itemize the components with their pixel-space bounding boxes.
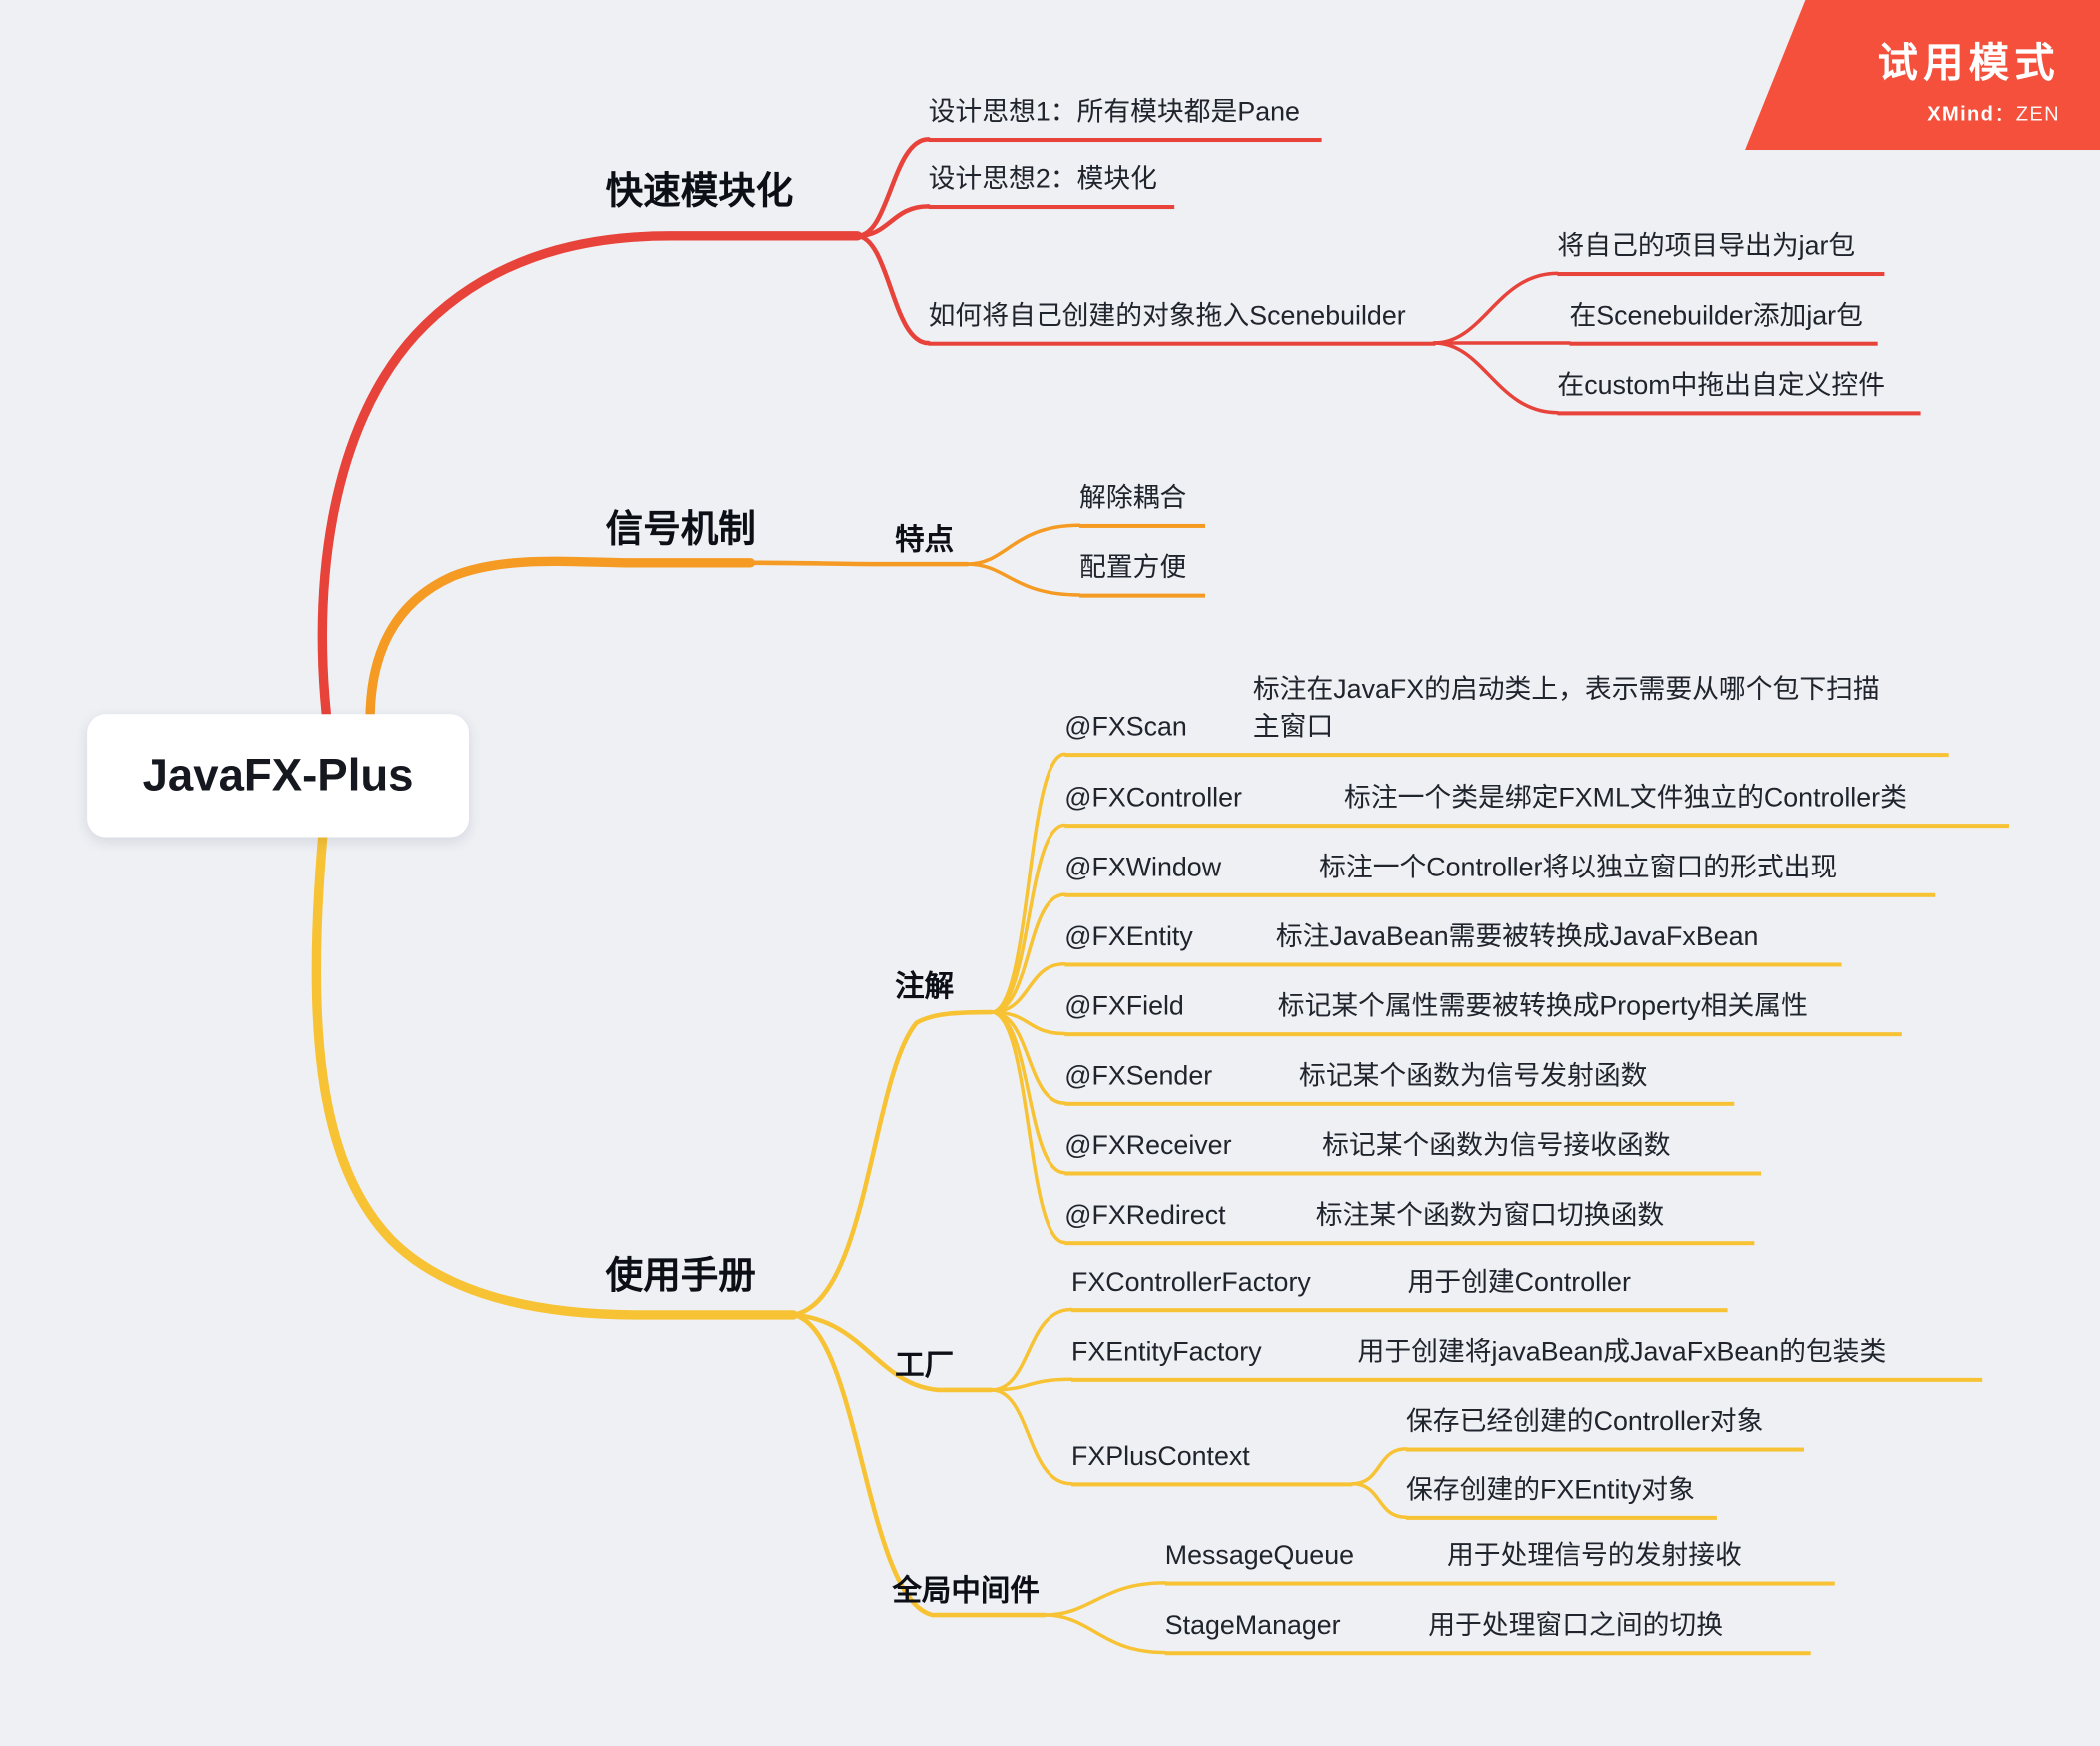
topic-drag-custom[interactable]: 在custom中拖出自定义控件 bbox=[1557, 367, 1921, 416]
link-fxscan bbox=[989, 752, 1067, 1014]
topic-signal[interactable]: 信号机制 bbox=[605, 507, 756, 550]
link-plus-context bbox=[989, 1388, 1073, 1486]
link-annotation bbox=[791, 1009, 994, 1318]
link-message-queue bbox=[1043, 1581, 1167, 1617]
annotation-name: @FXSender bbox=[1064, 1061, 1213, 1092]
topic-fxreceiver[interactable]: @FXReceiver 标记某个函数为信号接收函数 bbox=[1064, 1127, 1762, 1176]
link-fxfield bbox=[989, 1010, 1067, 1036]
link-ctx-save-controller bbox=[1350, 1447, 1408, 1486]
topic-manual[interactable]: 使用手册 bbox=[605, 1254, 756, 1297]
topic-fxsender[interactable]: @FXSender 标记某个函数为信号发射函数 bbox=[1064, 1058, 1735, 1106]
topic-fxfield[interactable]: @FXField 标记某个属性需要被转换成Property相关属性 bbox=[1064, 988, 1902, 1037]
factory-name: FXEntityFactory bbox=[1071, 1337, 1262, 1368]
link-factory bbox=[791, 1312, 994, 1393]
link-scenebuilder bbox=[855, 233, 931, 346]
factory-desc: 用于创建Controller bbox=[1407, 1267, 1631, 1298]
annotation-desc: 标记某个函数为信号发射函数 bbox=[1299, 1061, 1648, 1092]
annotation-name: @FXRedirect bbox=[1064, 1200, 1226, 1231]
annotation-name: @FXField bbox=[1064, 991, 1184, 1022]
annotation-name: @FXScan bbox=[1064, 712, 1187, 743]
brand-name: XMind bbox=[1927, 103, 1995, 126]
topic-fxredirect[interactable]: @FXRedirect 标注某个函数为窗口切换函数 bbox=[1064, 1197, 1755, 1246]
topic-message-queue[interactable]: MessageQueue 用于处理信号的发射接收 bbox=[1164, 1537, 1835, 1586]
topic-fxentity[interactable]: @FXEntity 标注JavaBean需要被转换成JavaFxBean bbox=[1064, 918, 1842, 967]
annotation-desc: 标记某个函数为信号接收函数 bbox=[1322, 1131, 1671, 1161]
annotation-desc: 标注在JavaFX的启动类上，表示需要从哪个包下扫描主窗口 bbox=[1252, 675, 1880, 743]
branch-curve-modular bbox=[317, 231, 863, 766]
topic-easy-config[interactable]: 配置方便 bbox=[1079, 549, 1205, 598]
topic-ctx-save-entity[interactable]: 保存创建的FXEntity对象 bbox=[1406, 1472, 1717, 1520]
root-topic-label: JavaFX-Plus bbox=[142, 749, 414, 801]
topic-middleware[interactable]: 全局中间件 bbox=[892, 1573, 1040, 1608]
link-idea1 bbox=[855, 137, 931, 239]
topic-fxwindow[interactable]: @FXWindow 标注一个Controller将以独立窗口的形式出现 bbox=[1064, 850, 1936, 897]
middleware-desc: 用于处理信号的发射接收 bbox=[1446, 1541, 1742, 1571]
link-fxreceiver bbox=[989, 1010, 1067, 1175]
topic-design-idea2[interactable]: 设计思想2：模块化 bbox=[928, 161, 1175, 210]
link-feature bbox=[748, 560, 970, 567]
factory-name: FXControllerFactory bbox=[1071, 1267, 1311, 1298]
topic-fxcontroller[interactable]: @FXController 标注一个类是绑定FXML文件独立的Controlle… bbox=[1064, 780, 2009, 829]
topic-add-jar[interactable]: 在Scenebuilder添加jar包 bbox=[1569, 297, 1878, 346]
link-ctx-save-entity bbox=[1350, 1481, 1408, 1519]
topic-export-jar[interactable]: 将自己的项目导出为jar包 bbox=[1557, 228, 1885, 277]
factory-desc: 用于创建将javaBean成JavaFxBean的包装类 bbox=[1357, 1337, 1887, 1368]
topic-design-idea1[interactable]: 设计思想1：所有模块都是Pane bbox=[928, 94, 1322, 143]
trial-mode-banner[interactable]: 试用模式 XMind：ZEN bbox=[1745, 0, 2100, 151]
branch-curve-manual bbox=[311, 815, 798, 1320]
link-fxwindow bbox=[989, 892, 1067, 1014]
topic-stage-manager[interactable]: StageManager 用于处理窗口之间的切换 bbox=[1164, 1607, 1811, 1656]
topic-factory[interactable]: 工厂 bbox=[895, 1348, 955, 1382]
annotation-desc: 标注JavaBean需要被转换成JavaFxBean bbox=[1275, 922, 1759, 952]
link-step-export bbox=[1432, 271, 1560, 345]
topic-annotation[interactable]: 注解 bbox=[895, 969, 955, 1003]
link-decouple bbox=[965, 523, 1081, 566]
branch-lines-modular bbox=[317, 137, 1572, 766]
annotation-desc: 标记某个属性需要被转换成Property相关属性 bbox=[1277, 991, 1808, 1022]
middleware-name: MessageQueue bbox=[1164, 1541, 1355, 1571]
brand-product: ZEN bbox=[2015, 103, 2060, 126]
topic-controller-factory[interactable]: FXControllerFactory 用于创建Controller bbox=[1071, 1264, 1728, 1313]
annotation-name: @FXWindow bbox=[1064, 853, 1222, 883]
topic-scenebuilder[interactable]: 如何将自己创建的对象拖入Scenebuilder bbox=[928, 297, 1436, 346]
annotation-name: @FXReceiver bbox=[1064, 1131, 1232, 1161]
link-fxentity bbox=[989, 962, 1067, 1014]
brand-separator: ： bbox=[1994, 103, 2016, 126]
link-idea2 bbox=[855, 204, 931, 239]
topic-fxscan[interactable]: @FXScan 标注在JavaFX的启动类上，表示需要从哪个包下扫描主窗口 bbox=[1064, 671, 1949, 758]
link-controller-factory bbox=[989, 1307, 1073, 1392]
root-topic[interactable]: JavaFX-Plus bbox=[87, 714, 469, 838]
branch-lines-signal bbox=[365, 523, 1081, 764]
topic-plus-context[interactable]: FXPlusContext bbox=[1071, 1438, 1353, 1487]
link-fxsender bbox=[989, 1010, 1067, 1105]
topic-decouple[interactable]: 解除耦合 bbox=[1079, 480, 1205, 528]
link-config bbox=[965, 562, 1081, 597]
topic-entity-factory[interactable]: FXEntityFactory 用于创建将javaBean成JavaFxBean… bbox=[1071, 1334, 1983, 1382]
link-fxredirect bbox=[989, 1010, 1067, 1245]
annotation-name: @FXController bbox=[1064, 783, 1242, 814]
link-entity-factory bbox=[989, 1377, 1073, 1392]
topic-modular[interactable]: 快速模块化 bbox=[605, 170, 794, 212]
annotation-name: @FXEntity bbox=[1064, 922, 1193, 952]
topic-feature[interactable]: 特点 bbox=[895, 522, 955, 557]
link-fxcontroller bbox=[989, 823, 1067, 1014]
annotation-desc: 标注某个函数为窗口切换函数 bbox=[1315, 1200, 1665, 1231]
link-step-custom bbox=[1432, 341, 1560, 415]
middleware-desc: 用于处理窗口之间的切换 bbox=[1428, 1611, 1724, 1641]
annotation-desc: 标注一个类是绑定FXML文件独立的Controller类 bbox=[1344, 783, 1907, 814]
trial-mode-label: 试用模式 bbox=[1877, 41, 2060, 86]
topic-ctx-save-controller[interactable]: 保存已经创建的Controller对象 bbox=[1406, 1403, 1804, 1452]
brand-line: XMind：ZEN bbox=[1745, 99, 2060, 127]
annotation-desc: 标注一个Controller将以独立窗口的形式出现 bbox=[1319, 853, 1838, 883]
link-stage-manager bbox=[1043, 1613, 1167, 1655]
middleware-name: StageManager bbox=[1164, 1611, 1341, 1641]
